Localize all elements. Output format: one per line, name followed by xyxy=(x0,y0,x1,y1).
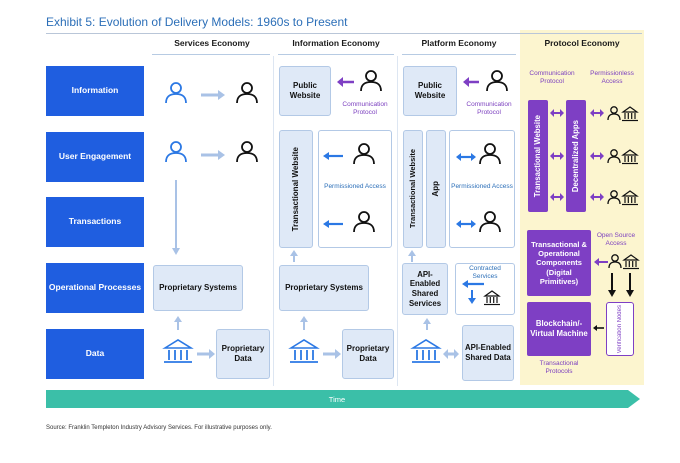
col-header-platform: Platform Economy xyxy=(421,38,497,48)
source-note: Source: Franklin Templeton Industry Advi… xyxy=(46,425,272,431)
arrow-up-icon xyxy=(300,316,308,330)
bank-icon xyxy=(289,339,319,363)
row-label-transactions: Transactions xyxy=(46,197,144,247)
person-icon xyxy=(165,141,187,163)
services-proprietary-systems: Proprietary Systems xyxy=(153,265,243,311)
arrow-left-icon xyxy=(462,280,484,288)
arrow-up-icon xyxy=(290,250,298,262)
platform-api-shared-data: API-Enabled Shared Data xyxy=(462,325,514,381)
person-icon xyxy=(236,82,258,104)
platform-transactional-website-box: Transactional Website xyxy=(403,130,423,248)
person-icon xyxy=(353,211,375,233)
services-proprietary-data: Proprietary Data xyxy=(216,329,270,379)
protocol-open-source-access: Open Source Access xyxy=(596,232,636,247)
protocol-decentralized-apps-box: Decentralized Apps xyxy=(566,100,586,212)
platform-public-website: Public Website xyxy=(403,66,457,116)
double-arrow-icon xyxy=(550,109,564,117)
bank-icon xyxy=(163,339,193,363)
platform-contracted-panel xyxy=(455,263,515,315)
person-icon xyxy=(479,211,501,233)
person-icon xyxy=(165,82,187,104)
column-divider xyxy=(397,56,398,386)
page-title: Exhibit 5: Evolution of Delivery Models:… xyxy=(46,15,348,29)
protocol-components: Transactional & Operational Components (… xyxy=(527,230,591,296)
info-proprietary-data: Proprietary Data xyxy=(342,329,394,379)
protocol-verification-box xyxy=(606,302,634,356)
double-arrow-icon xyxy=(590,152,604,160)
platform-api-shared-services: API-Enabled Shared Services xyxy=(402,263,448,315)
person-icon xyxy=(360,70,382,92)
bank-icon xyxy=(621,106,639,122)
double-arrow-icon xyxy=(590,193,604,201)
platform-permissioned-panel xyxy=(449,130,515,248)
info-transactional-website-box: Transactional Website xyxy=(279,130,313,248)
person-icon xyxy=(486,70,508,92)
arrow-down-icon xyxy=(608,273,616,297)
arrow-right-icon xyxy=(201,150,225,160)
column-divider xyxy=(273,56,274,386)
person-icon xyxy=(479,143,501,165)
person-icon xyxy=(607,149,621,164)
row-label-operational-processes: Operational Processes xyxy=(46,263,144,313)
row-label-data: Data xyxy=(46,329,144,379)
double-arrow-icon xyxy=(590,109,604,117)
double-arrow-icon xyxy=(456,153,476,161)
info-public-website: Public Website xyxy=(279,66,331,116)
arrow-down-icon xyxy=(626,273,634,297)
bank-icon xyxy=(483,290,501,306)
arrow-right-icon xyxy=(197,349,215,359)
info-permissioned-access: Permissioned Access xyxy=(324,183,386,190)
bank-icon xyxy=(621,190,639,206)
bank-icon xyxy=(621,149,639,165)
info-communication-protocol: Communication Protocol xyxy=(342,101,388,116)
protocol-communication-protocol: Communication Protocol xyxy=(529,70,575,85)
col-underline-services xyxy=(152,54,270,55)
protocol-transactional-website-box: Transactional Website xyxy=(528,100,548,212)
col-header-information: Information Economy xyxy=(292,38,380,48)
arrow-left-icon xyxy=(593,325,604,331)
protocol-blockchain: Blockchain/-Virtual Machine xyxy=(527,302,591,356)
person-icon xyxy=(608,254,622,269)
bank-icon xyxy=(622,254,640,270)
bank-icon xyxy=(411,339,441,363)
col-underline-platform xyxy=(402,54,516,55)
person-icon xyxy=(236,141,258,163)
person-icon xyxy=(353,143,375,165)
arrow-left-icon xyxy=(337,77,354,87)
arrow-down-icon xyxy=(172,180,180,255)
arrow-right-icon xyxy=(323,349,341,359)
platform-permissioned-access: Permissioned Access xyxy=(451,183,513,190)
arrow-up-icon xyxy=(423,318,431,330)
double-arrow-icon xyxy=(456,220,476,228)
arrow-up-icon xyxy=(408,250,416,262)
time-arrow-head xyxy=(628,390,640,408)
row-label-user-engagement: User Engagement xyxy=(46,132,144,182)
person-icon xyxy=(607,190,621,205)
col-underline-information xyxy=(278,54,394,55)
row-label-information: Information xyxy=(46,66,144,116)
arrow-right-icon xyxy=(201,90,225,100)
arrow-left-icon xyxy=(323,152,343,160)
col-header-services: Services Economy xyxy=(174,38,250,48)
title-rule xyxy=(46,33,642,34)
double-arrow-icon xyxy=(443,349,459,359)
double-arrow-icon xyxy=(550,193,564,201)
arrow-left-icon xyxy=(323,220,343,228)
person-icon xyxy=(607,106,621,121)
platform-contracted-services: Contracted Services xyxy=(469,265,501,280)
time-arrow-bar: Time xyxy=(46,390,628,408)
info-proprietary-systems: Proprietary Systems xyxy=(279,265,369,311)
platform-app-box: App xyxy=(426,130,446,248)
protocol-permissionless-access: Permissionless Access xyxy=(590,70,634,85)
arrow-left-icon xyxy=(463,77,479,87)
double-arrow-icon xyxy=(550,152,564,160)
col-header-protocol: Protocol Economy xyxy=(544,38,620,48)
platform-communication-protocol: Communication Protocol xyxy=(466,101,512,116)
protocol-transactional-protocols: Transactional Protocols xyxy=(539,360,579,375)
arrow-left-icon xyxy=(594,258,608,266)
arrow-down-icon xyxy=(468,290,476,304)
arrow-up-icon xyxy=(174,316,182,330)
